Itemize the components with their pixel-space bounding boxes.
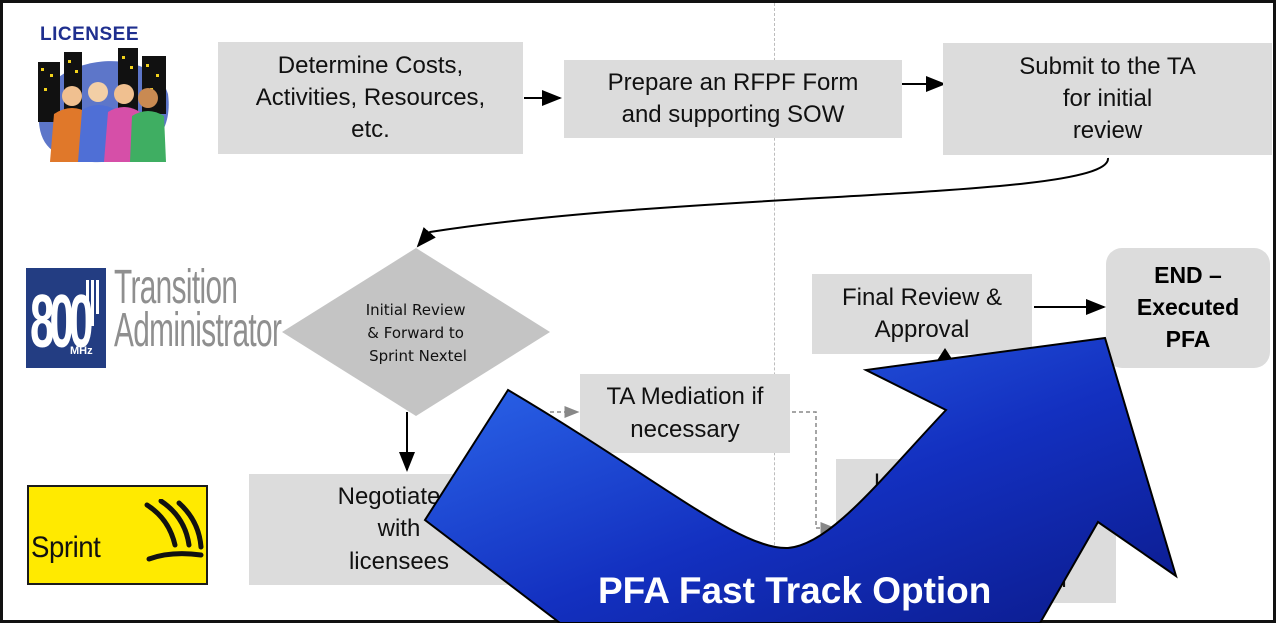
ta-logo-number: 800: [30, 280, 93, 365]
ta-badge: 800 MHz: [26, 268, 106, 368]
step-ta-mediation: TA Mediation if necessary: [580, 374, 790, 453]
licensee-lane-label: LICENSEE: [40, 24, 140, 45]
initial-review-text: Initial Review & Forward to Sprint Nexte…: [366, 301, 471, 365]
initial-review-diamond: [282, 248, 550, 416]
step-end-executed-pfa: END – Executed PFA: [1106, 248, 1270, 368]
transition-administrator-logo: 800 MHz Transition Administrator: [26, 262, 282, 372]
arrow-submit-to-review: [416, 157, 1110, 248]
ta-logo-unit: MHz: [70, 345, 93, 357]
step-submit-ta: Submit to the TA for initial review: [943, 43, 1272, 155]
step-prepare-rfpf: Prepare an RFPF Form and supporting SOW: [564, 60, 902, 138]
step-final-review: Final Review & Approval: [812, 274, 1032, 354]
sprint-logo-text: Sprint: [31, 531, 101, 564]
ta-logo-name: Transition Administrator: [114, 261, 282, 358]
ta-logo-bars: [86, 280, 102, 340]
licensee-clipart: [38, 48, 169, 163]
step-determine-costs: Determine Costs, Activities, Resources, …: [218, 42, 523, 154]
sprint-logo: Sprint: [27, 485, 208, 585]
fast-track-label: PFA Fast Track Option: [598, 570, 992, 611]
lane-divider: [774, 3, 775, 620]
arrow-mediation-to-unknown: [792, 411, 836, 534]
sprint-pin-icon: [144, 499, 204, 562]
